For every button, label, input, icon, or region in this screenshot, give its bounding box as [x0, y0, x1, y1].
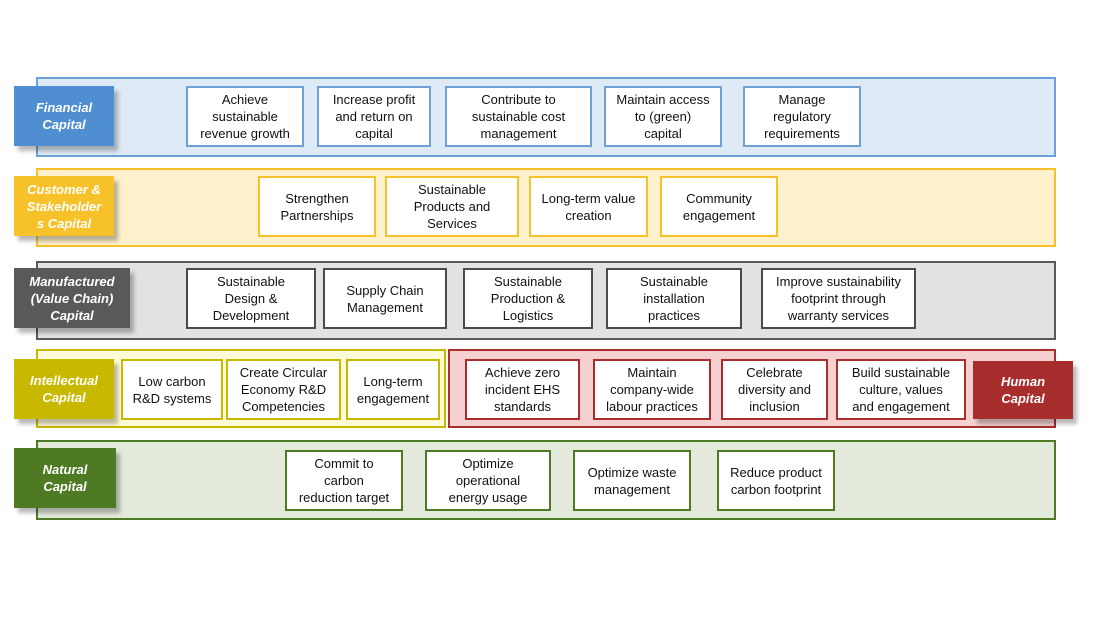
human-item-labour: Maintain company-wide labour practices: [593, 359, 711, 420]
intellectual-item-circular-economy: Create Circular Economy R&D Competencies: [226, 359, 341, 420]
intellectual-item-engagement: Long-term engagement: [346, 359, 440, 420]
natural-item-waste: Optimize waste management: [573, 450, 691, 511]
customer-capital-label: Customer & Stakeholder s Capital: [14, 176, 114, 236]
financial-capital-label: Financial Capital: [14, 86, 114, 146]
human-item-ehs: Achieve zero incident EHS standards: [465, 359, 580, 420]
natural-item-carbon-target: Commit to carbon reduction target: [285, 450, 403, 511]
natural-capital-label: Natural Capital: [14, 448, 116, 508]
manufactured-item-installation: Sustainable installation practices: [606, 268, 742, 329]
human-capital-label: Human Capital: [973, 361, 1073, 419]
manufactured-capital-label: Manufactured (Value Chain) Capital: [14, 268, 130, 328]
customer-item-products-services: Sustainable Products and Services: [385, 176, 519, 237]
customer-item-partnerships: Strengthen Partnerships: [258, 176, 376, 237]
natural-item-product-footprint: Reduce product carbon footprint: [717, 450, 835, 511]
human-item-diversity: Celebrate diversity and inclusion: [721, 359, 828, 420]
manufactured-item-warranty: Improve sustainability footprint through…: [761, 268, 916, 329]
manufactured-item-design: Sustainable Design & Development: [186, 268, 316, 329]
intellectual-capital-label: Intellectual Capital: [14, 359, 114, 419]
human-item-culture: Build sustainable culture, values and en…: [836, 359, 966, 420]
financial-item-cost-management: Contribute to sustainable cost managemen…: [445, 86, 592, 147]
manufactured-item-supply-chain: Supply Chain Management: [323, 268, 447, 329]
customer-item-value-creation: Long-term value creation: [529, 176, 648, 237]
financial-item-regulatory: Manage regulatory requirements: [743, 86, 861, 147]
customer-item-community: Community engagement: [660, 176, 778, 237]
financial-item-revenue-growth: Achieve sustainable revenue growth: [186, 86, 304, 147]
natural-item-energy-usage: Optimize operational energy usage: [425, 450, 551, 511]
intellectual-item-low-carbon: Low carbon R&D systems: [121, 359, 223, 420]
manufactured-item-production: Sustainable Production & Logistics: [463, 268, 593, 329]
financial-item-profit-return: Increase profit and return on capital: [317, 86, 431, 147]
financial-item-green-capital: Maintain access to (green) capital: [604, 86, 722, 147]
